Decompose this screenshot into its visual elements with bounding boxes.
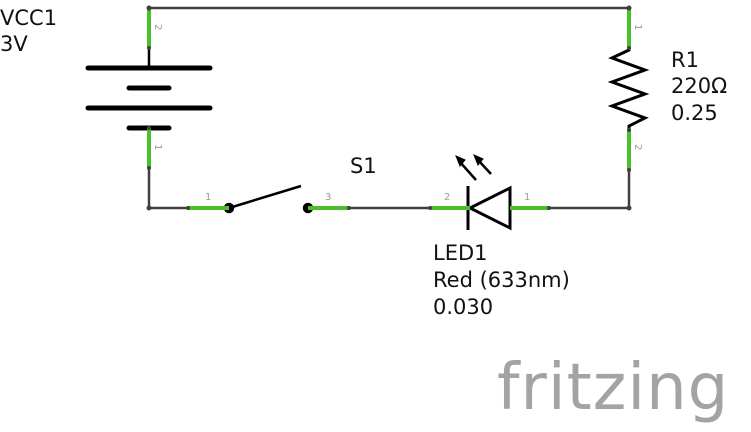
switch-s1 xyxy=(223,184,314,214)
r1-value-label: 220Ω xyxy=(671,74,728,98)
battery-vcc1 xyxy=(85,46,213,131)
led1-pin-right-label: 1 xyxy=(524,192,531,203)
junctions xyxy=(146,5,632,211)
vcc1-ref-label: VCC1 xyxy=(0,6,58,30)
led-arrow-1 xyxy=(459,161,477,181)
fritzing-watermark: fritzing xyxy=(497,351,730,425)
r1-ref-label: R1 xyxy=(671,48,699,72)
r1-pin-bottom-label: 2 xyxy=(632,144,643,151)
led1-color-label: Red (633nm) xyxy=(433,268,570,292)
s1-ref-label: S1 xyxy=(350,154,377,178)
vcc1-pin-top-label: 2 xyxy=(152,24,163,31)
s1-pin-left-label: 1 xyxy=(205,192,212,203)
wires xyxy=(147,6,631,210)
vcc1-pin-bottom-label: 1 xyxy=(152,144,163,151)
s1-pin-right-label: 3 xyxy=(325,192,332,203)
resistor-r1 xyxy=(607,48,650,130)
led1-current-label: 0.030 xyxy=(433,295,494,319)
led-led1 xyxy=(455,154,512,231)
r1-power-label: 0.25 xyxy=(671,101,718,125)
vcc1-value-label: 3V xyxy=(0,32,28,56)
pin-highlights xyxy=(147,8,631,210)
led-triangle xyxy=(466,185,512,231)
led1-ref-label: LED1 xyxy=(433,241,488,265)
r1-pin-top-label: 1 xyxy=(632,24,643,31)
switch-lever xyxy=(228,184,302,210)
led1-pin-left-label: 2 xyxy=(444,192,451,203)
